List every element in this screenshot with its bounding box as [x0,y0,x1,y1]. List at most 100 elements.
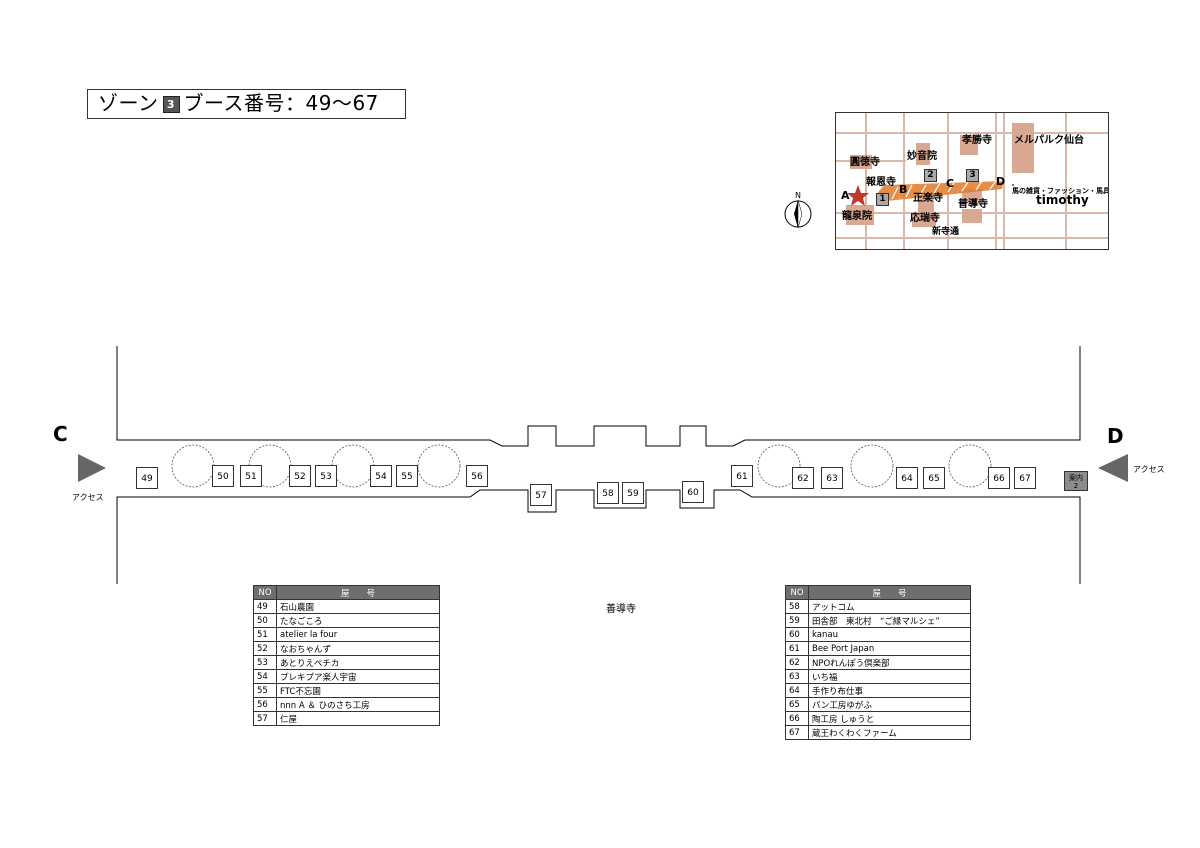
compass-icon: N [784,191,812,229]
booth-number-cell: 62 [785,655,809,670]
booth-60[interactable]: 60 [682,481,704,503]
booth-number-cell: 54 [253,669,277,684]
access-label-left: アクセス [72,493,104,502]
shop-name-cell: 手作り布仕事 [808,683,971,698]
booth-number-cell: 49 [253,599,277,614]
booth-55[interactable]: 55 [396,465,418,487]
shop-name-cell: パン工房ゆがふ [808,697,971,712]
area-minimap: 孝勝寺 メルパルク仙台 妙音院 圓徳寺 報恩寺 正楽寺 普導寺 龍泉院 応瑞寺 … [835,112,1109,250]
shop-name-cell: あとりえペチカ [276,655,440,670]
info-booth[interactable]: 案内 2 [1064,471,1088,491]
minimap-point-c: C [946,177,955,190]
booth-53[interactable]: 53 [315,465,337,487]
booth-54[interactable]: 54 [370,465,392,487]
booth-number-cell: 55 [253,683,277,698]
shop-name-cell: 陶工房 しゅうと [808,711,971,726]
minimap-label: 妙音院 [907,151,937,162]
minimap-label: 龍泉院 [842,211,872,222]
end-label-c: C [53,422,68,446]
booth-number-cell: 65 [785,697,809,712]
booth-59[interactable]: 59 [622,482,644,504]
booth-number-cell: 52 [253,641,277,656]
zone-badge: 3 [162,96,180,113]
col-name: 屋 号 [808,585,971,600]
booth-number-cell: 51 [253,627,277,642]
booth-66[interactable]: 66 [988,467,1010,489]
shop-name-cell: プレキプア楽人宇宙 [276,669,440,684]
shop-name-cell: atelier la four [276,627,440,642]
booth-58[interactable]: 58 [597,482,619,504]
booth-50[interactable]: 50 [212,465,234,487]
info-booth-label: 案内 [1069,474,1083,482]
shop-name-cell: nnn A ＆ ひのさち工房 [276,697,440,712]
booth-56[interactable]: 56 [466,465,488,487]
compass-n: N [795,191,801,200]
booth-63[interactable]: 63 [821,467,843,489]
minimap-label: timothy [1036,193,1089,207]
booth-57[interactable]: 57 [530,484,552,506]
shop-name-cell: アットコム [808,599,971,614]
booth-number-cell: 59 [785,613,809,628]
booth-number-cell: 61 [785,641,809,656]
minimap-point-a: A [841,189,850,202]
booth-62[interactable]: 62 [792,467,814,489]
minimap-shop-note: 馬の雑貨・ファッション・馬具 [1012,187,1109,195]
zone-prefix: ゾーン [98,91,159,115]
shop-name-cell: たなごころ [276,613,440,628]
minimap-label: 圓徳寺 [850,157,880,168]
booth-number-cell: 53 [253,655,277,670]
booth-67[interactable]: 67 [1014,467,1036,489]
booth-number-cell: 67 [785,725,809,740]
booth-52[interactable]: 52 [289,465,311,487]
minimap-zone-1: 1 [876,193,889,206]
booth-number-cell: 58 [785,599,809,614]
col-no: NO [785,585,809,600]
minimap-label: 普導寺 [958,199,988,210]
minimap-point-d: D [996,175,1006,188]
booth-49[interactable]: 49 [136,467,158,489]
col-no: NO [253,585,277,600]
booth-65[interactable]: 65 [923,467,945,489]
minimap-label: メルパルク仙台 [1014,135,1084,146]
shop-name-cell: いち福 [808,669,971,684]
shop-name-cell: 田舎部 東北村 “ご縁マルシェ” [808,613,971,628]
booth-number-cell: 60 [785,627,809,642]
shop-name-cell: 仁屋 [276,711,440,726]
booth-number-cell: 64 [785,683,809,698]
minimap-label: 孝勝寺 [962,135,992,146]
booth-number-cell: 56 [253,697,277,712]
booth-number-cell: 66 [785,711,809,726]
minimap-label: 報恩寺 [866,177,896,188]
minimap-label: 応瑞寺 [910,213,940,224]
access-label-right: アクセス [1133,465,1165,474]
booth-64[interactable]: 64 [896,467,918,489]
end-label-d: D [1107,424,1124,448]
minimap-zone-2: 2 [924,169,937,182]
minimap-point-b: B [899,183,908,196]
minimap-zone-3: 3 [966,169,979,182]
booth-number-cell: 50 [253,613,277,628]
shop-name-cell: 蔵王わくわくファーム [808,725,971,740]
center-temple-label: 善導寺 [606,604,636,615]
zone-booth-range: ブース番号：49～67 [183,91,379,115]
booth-51[interactable]: 51 [240,465,262,487]
booth-number-cell: 63 [785,669,809,684]
col-name: 屋 号 [276,585,440,600]
booth-61[interactable]: 61 [731,465,753,487]
